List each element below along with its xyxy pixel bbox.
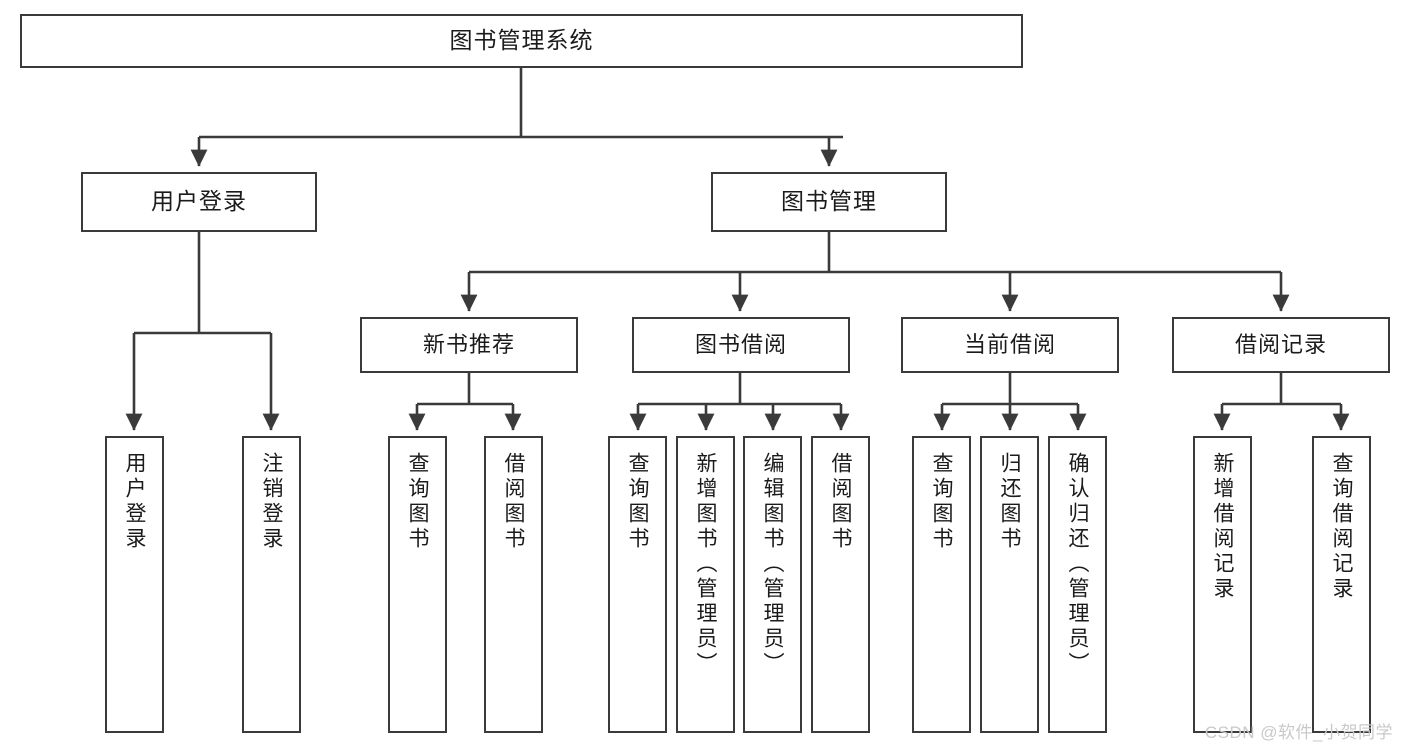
leaf-return-book[interactable]: 归还图书 <box>980 436 1039 733</box>
node-label: 查询图书 <box>930 452 953 552</box>
leaf-query-borrow-record[interactable]: 查询借阅记录 <box>1312 436 1371 733</box>
node-label: 当前借阅 <box>963 332 1056 358</box>
node-label: 图书管理系统 <box>449 27 594 54</box>
leaf-query-book-borrow[interactable]: 查询图书 <box>608 436 667 733</box>
leaf-borrow-book[interactable]: 借阅图书 <box>811 436 870 733</box>
leaf-add-borrow-record[interactable]: 新增借阅记录 <box>1193 436 1252 733</box>
node-label: 新书推荐 <box>422 332 515 358</box>
node-book-borrow[interactable]: 图书借阅 <box>632 317 850 373</box>
node-label: 确认归还（管理员） <box>1066 452 1089 677</box>
node-book-management-system[interactable]: 图书管理系统 <box>20 14 1023 68</box>
leaf-borrow-book-recommend[interactable]: 借阅图书 <box>484 436 543 733</box>
node-label: 查询图书 <box>406 452 429 552</box>
node-label: 编辑图书（管理员） <box>761 452 784 677</box>
node-label: 图书管理 <box>781 188 877 215</box>
node-new-book-recommend[interactable]: 新书推荐 <box>360 317 578 373</box>
node-borrow-record[interactable]: 借阅记录 <box>1172 317 1390 373</box>
node-label: 借阅记录 <box>1234 332 1327 358</box>
node-label: 归还图书 <box>998 452 1021 552</box>
leaf-add-book[interactable]: 新增图书（管理员） <box>676 436 735 733</box>
leaf-query-book-recommend[interactable]: 查询图书 <box>388 436 447 733</box>
node-label: 新增图书（管理员） <box>694 452 717 677</box>
node-label: 借阅图书 <box>502 452 525 552</box>
node-current-borrow[interactable]: 当前借阅 <box>901 317 1119 373</box>
node-label: 注销登录 <box>260 452 283 552</box>
node-label: 新增借阅记录 <box>1211 452 1234 602</box>
node-label: 借阅图书 <box>829 452 852 552</box>
leaf-confirm-return[interactable]: 确认归还（管理员） <box>1048 436 1107 733</box>
node-label: 查询借阅记录 <box>1330 452 1353 602</box>
leaf-query-book-current[interactable]: 查询图书 <box>912 436 971 733</box>
node-label: 用户登录 <box>123 452 146 552</box>
leaf-user-login[interactable]: 用户登录 <box>105 436 164 733</box>
leaf-logout[interactable]: 注销登录 <box>242 436 301 733</box>
node-label: 用户登录 <box>151 188 247 215</box>
leaf-edit-book[interactable]: 编辑图书（管理员） <box>743 436 802 733</box>
watermark: CSDN @软件_小贺同学 <box>1204 723 1393 742</box>
node-user-login[interactable]: 用户登录 <box>81 172 317 232</box>
node-book-manage[interactable]: 图书管理 <box>711 172 947 232</box>
node-label: 图书借阅 <box>694 332 787 358</box>
node-label: 查询图书 <box>626 452 649 552</box>
